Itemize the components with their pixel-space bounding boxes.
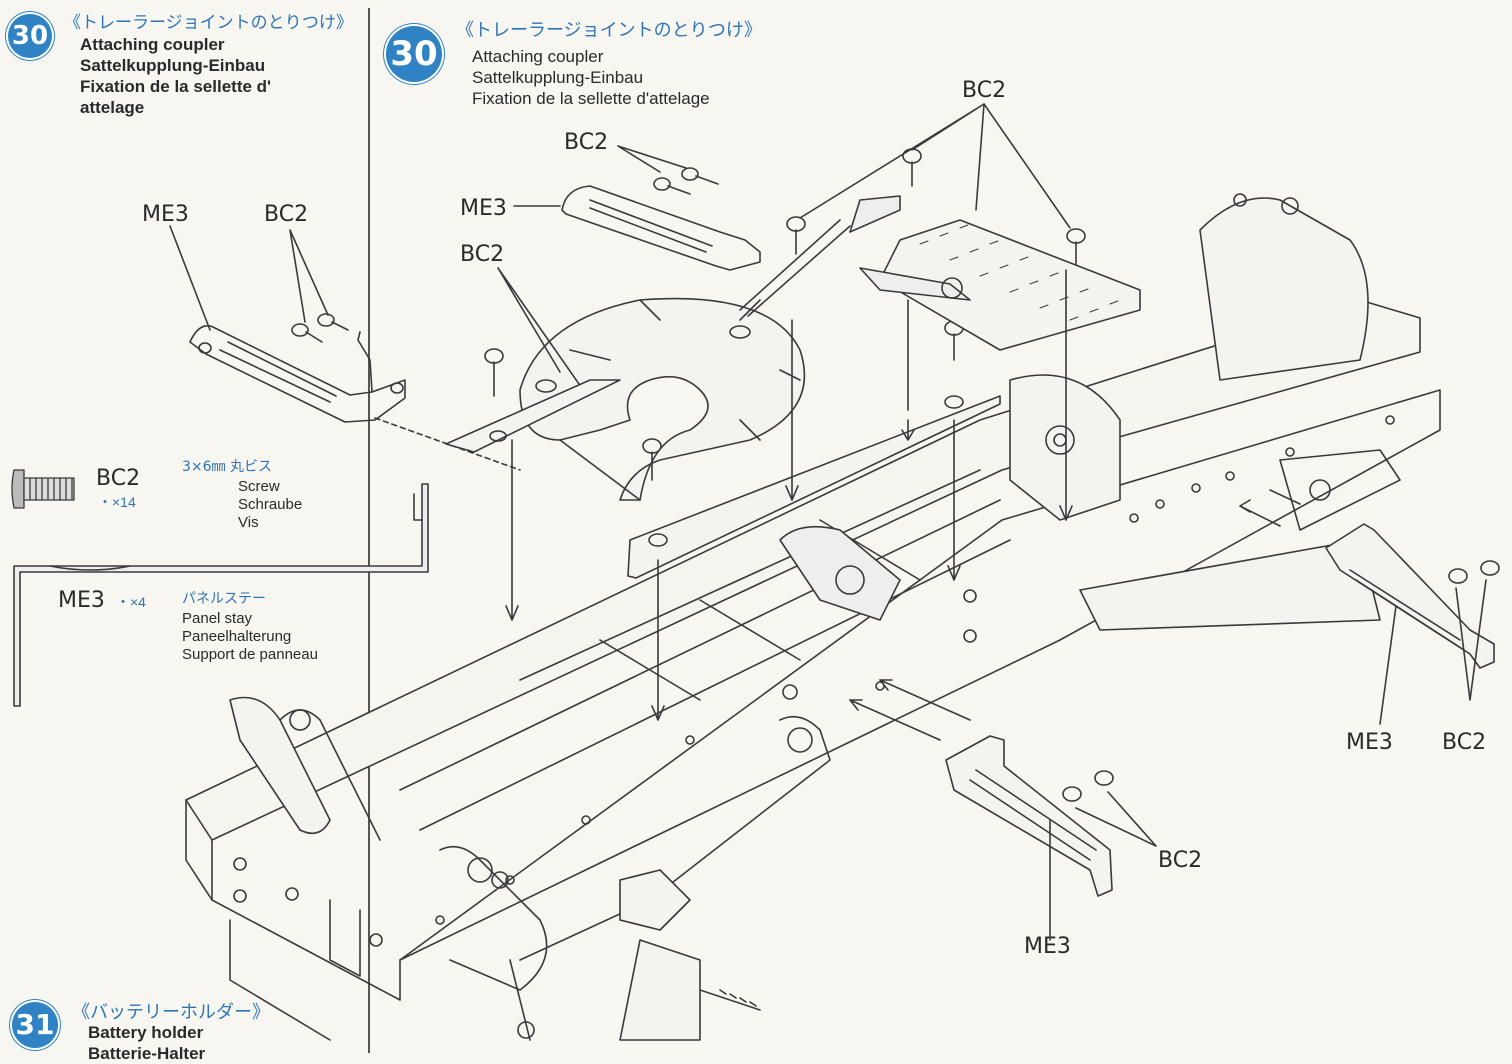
me3-callout-left: ME3: [142, 202, 189, 227]
step-30-main-line: Fixation de la sellette d'attelage: [472, 89, 710, 108]
panel-stay-profile-icon: [13, 483, 429, 707]
bc2-callout-bottom: BC2: [1158, 848, 1203, 873]
me3-name: Paneelhalterung: [182, 628, 292, 645]
left-panel-stay-group: [169, 225, 521, 471]
top-panel-stay-group: [513, 145, 761, 271]
bc2-name: Vis: [238, 514, 259, 531]
coupler-plate: [484, 267, 806, 501]
step-30-small-jp-title: 《トレーラージョイントのとりつけ》: [64, 13, 353, 33]
right-panel-stay-group: [1239, 489, 1500, 725]
bc2-callout-right: BC2: [1442, 730, 1487, 755]
bc2-part-code: BC2: [96, 466, 141, 491]
step-30-main-number: 30: [386, 26, 442, 82]
me3-part-names: Panel stay Paneelhalterung Support de pa…: [182, 610, 318, 664]
step-30-small-line: attelage: [80, 98, 145, 117]
me3-part-code: ME3: [58, 588, 105, 613]
screw-icon: [11, 469, 75, 509]
bc2-callout-left: BC2: [264, 202, 309, 227]
assembly-guide-arrows: [505, 269, 1073, 721]
step-30-main-line: Attaching coupler: [472, 47, 604, 66]
step-30-main-line: Sattelkupplung-Einbau: [472, 68, 644, 87]
bc2-callout-top-right: BC2: [962, 78, 1007, 103]
me3-name: Support de panneau: [182, 646, 318, 663]
me3-callout-top: ME3: [460, 196, 507, 221]
perforated-plate: [739, 195, 1141, 351]
coupler-mount-plates: [445, 379, 1001, 579]
gearbox-and-motor: [779, 193, 1401, 631]
chassis-frame: [185, 299, 1441, 1041]
suspension-arms: [229, 696, 831, 1041]
step-30-small-line: Sattelkupplung-Einbau: [80, 56, 266, 75]
step-30-small-line: Fixation de la sellette d': [80, 77, 272, 96]
bc2-part-qty: ・×14: [98, 494, 136, 510]
step-30-small-title-en: Attaching coupler Sattelkupplung-Einbau …: [80, 34, 271, 118]
bc2-part-jp: 3×6㎜ 丸ビス: [182, 459, 272, 475]
bc2-callout-top-left: BC2: [564, 130, 609, 155]
step-30-small-number: 30: [8, 14, 52, 58]
me3-name: Panel stay: [182, 610, 253, 627]
step-31-jp-title: 《バッテリーホルダー》: [72, 1002, 270, 1023]
me3-part-qty: ・×4: [116, 594, 146, 610]
step-31-line: Battery holder: [88, 1023, 204, 1042]
bc2-name: Screw: [238, 478, 280, 495]
me3-callout-right: ME3: [1346, 730, 1393, 755]
bc2-part-names: Screw Schraube Vis: [238, 478, 302, 532]
panel-divider: [368, 8, 370, 1053]
bc2-callout-plate: BC2: [460, 242, 505, 267]
me3-callout-bottom: ME3: [1024, 934, 1071, 959]
step-30-main-jp-title: 《トレーラージョイントのとりつけ》: [456, 20, 762, 41]
bottom-panel-stay-group: [849, 679, 1157, 941]
step-31-number: 31: [12, 1002, 58, 1048]
bc2-name: Schraube: [238, 496, 303, 513]
step-30-small-line: Attaching coupler: [80, 35, 225, 54]
step-30-main-title-en: Attaching coupler Sattelkupplung-Einbau …: [472, 46, 710, 109]
me3-part-jp: パネルステー: [182, 591, 266, 607]
